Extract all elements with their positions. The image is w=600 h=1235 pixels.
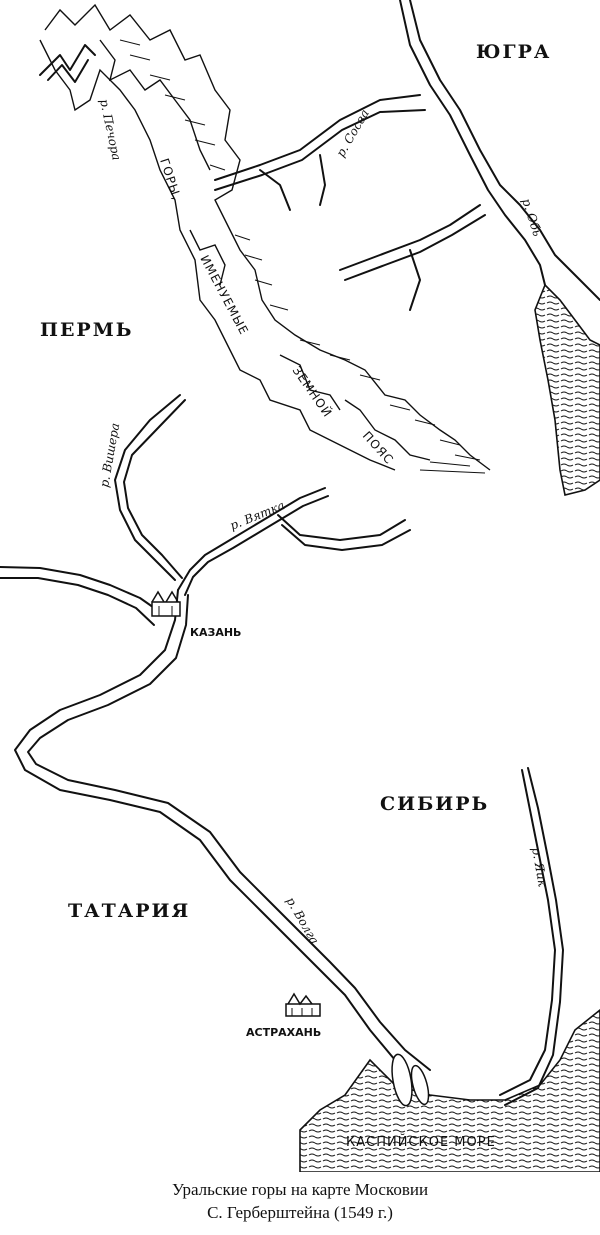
label-astrakhan: АСТРАХАНЬ xyxy=(246,1026,321,1039)
kazan-city-icon xyxy=(151,590,181,617)
label-river-pechora: р. Печора xyxy=(97,98,124,162)
caption-line-2: С. Герберштейна (1549 г.) xyxy=(207,1203,393,1222)
label-river-vishera: р. Вишера xyxy=(97,422,122,489)
caption-line-1: Уральские горы на карте Московии xyxy=(171,1180,429,1199)
label-river-ob: р. Обь xyxy=(519,197,544,238)
label-caspian-sea: КАСПИЙСКОЕ МОРЕ xyxy=(346,1134,496,1150)
river-ob-system xyxy=(214,0,600,311)
gulf-of-ob xyxy=(534,283,600,496)
map-caption: Уральские горы на карте Московии С. Герб… xyxy=(0,1178,600,1224)
label-tatariya: ТАТАРИЯ xyxy=(68,900,190,922)
label-kazan: КАЗАНЬ xyxy=(190,626,241,639)
label-yugra: ЮГРА xyxy=(476,41,551,63)
label-river-yaik: р. Яик xyxy=(529,846,550,889)
river-volga-system xyxy=(0,394,564,1106)
caspian-sea xyxy=(299,1008,600,1172)
map-canvas: ЮГРА ПЕРМЬ СИБИРЬ ТАТАРИЯ КАЗАНЬ АСТРАХА… xyxy=(0,0,600,1172)
river-pechora xyxy=(39,44,96,83)
astrakhan-city-icon xyxy=(285,992,321,1017)
label-mountains-word1: ГОРЫ, xyxy=(157,157,184,203)
ural-mountain-range xyxy=(39,3,491,474)
ridge-hatching xyxy=(119,39,486,474)
label-mountains-word4: ПОЯС xyxy=(360,429,397,467)
label-perm: ПЕРМЬ xyxy=(40,319,133,341)
volga-delta-islands xyxy=(391,1053,430,1107)
label-mountains-word3: ЗЕМНОЙ xyxy=(290,363,336,420)
label-sibir: СИБИРЬ xyxy=(380,793,489,815)
